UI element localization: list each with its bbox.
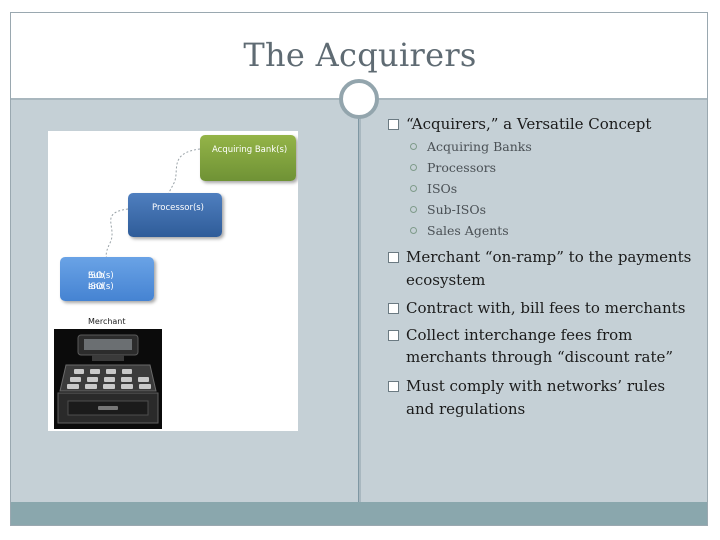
square-bullet-icon bbox=[388, 330, 399, 341]
dashed-connectors bbox=[105, 148, 201, 264]
sub-bullet-5: Sales Agents bbox=[427, 223, 509, 238]
square-bullet-icon bbox=[388, 381, 399, 392]
bullet-3-line-1: Contract with, bill fees to merchants bbox=[406, 299, 686, 317]
bullet-5-line-1: Must comply with networks’ rules bbox=[406, 377, 666, 395]
footer-band bbox=[11, 502, 707, 525]
ring-bullet-icon bbox=[410, 164, 417, 171]
square-bullet-icon bbox=[388, 252, 399, 263]
acquirers-diagram: Acquiring Bank(s) Processor(s) ISO(s) an… bbox=[48, 131, 298, 431]
sub-bullet-1: Acquiring Banks bbox=[427, 139, 532, 154]
slide-title: The Acquirers bbox=[243, 36, 477, 74]
acquiring-bank-box: Acquiring Bank(s) bbox=[200, 135, 296, 181]
column-divider-shadow bbox=[358, 100, 359, 502]
sub-bullet-3: ISOs bbox=[427, 181, 458, 196]
ring-bullet-icon bbox=[410, 185, 417, 192]
iso-box: ISO(s) and Sub ISO(s) bbox=[60, 257, 154, 301]
bullet-1-line-1: “Acquirers,” a Versatile Concept bbox=[406, 115, 652, 133]
bullet-2-line-2: ecosystem bbox=[406, 271, 486, 289]
bullet-2-line-1: Merchant “on-ramp” to the payments bbox=[406, 248, 692, 266]
bullet-5-line-2: and regulations bbox=[406, 400, 526, 418]
column-divider bbox=[359, 100, 361, 502]
sub-bullet-2: Processors bbox=[427, 160, 497, 175]
ring-bullet-icon bbox=[410, 206, 417, 213]
square-bullet-icon bbox=[388, 303, 399, 314]
processor-box: Processor(s) bbox=[128, 193, 222, 237]
iso-label-line-1: ISO(s) and bbox=[88, 271, 114, 292]
bullet-4-line-2: merchants through “discount rate” bbox=[406, 348, 674, 366]
sub-bullet-4: Sub-ISOs bbox=[427, 202, 487, 217]
ring-bullet-icon bbox=[410, 227, 417, 234]
merchant-label: Merchant bbox=[88, 317, 126, 326]
ring-bullet-icon bbox=[410, 143, 417, 150]
iso-label-line-2: Sub ISO(s) bbox=[88, 271, 114, 292]
cash-register-icon bbox=[54, 329, 162, 429]
processor-label: Processor(s) bbox=[152, 203, 205, 213]
circle-ornament-icon bbox=[339, 79, 379, 119]
bullet-4-line-1: Collect interchange fees from bbox=[406, 326, 633, 344]
acquiring-bank-label: Acquiring Bank(s) bbox=[212, 145, 288, 155]
square-bullet-icon bbox=[388, 119, 399, 130]
